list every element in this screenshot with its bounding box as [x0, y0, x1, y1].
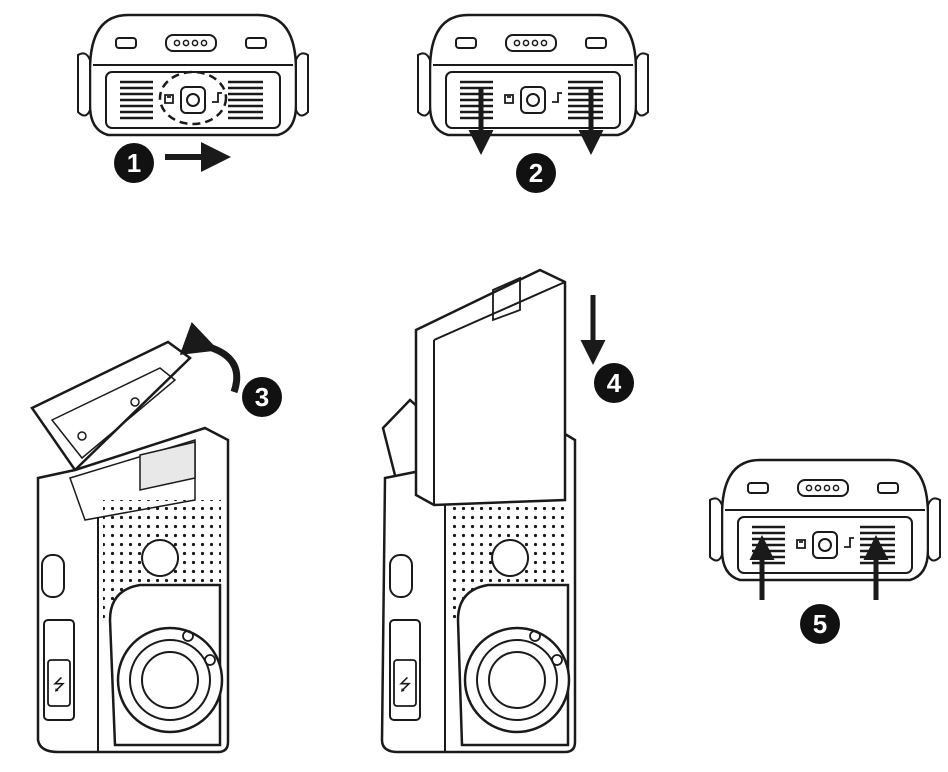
- step-2-number: 2: [529, 158, 543, 188]
- usb-icon-2: ⭍: [398, 675, 411, 694]
- step-2-badge: 2: [516, 153, 556, 193]
- step-4-badge: 4: [594, 363, 634, 403]
- step-5-badge: 5: [800, 604, 840, 644]
- rotate-arrow: [212, 348, 237, 392]
- step-1-badge: 1: [114, 143, 154, 183]
- step-5-top-view: [710, 460, 940, 600]
- step-3-number: 3: [255, 382, 269, 412]
- usb-icon: ⭍: [52, 675, 65, 694]
- step-3-badge: 3: [242, 377, 282, 417]
- battery: [416, 270, 565, 505]
- step-2-top-view: [418, 15, 648, 150]
- step-1-number: 1: [127, 148, 141, 178]
- step-4-number: 4: [607, 368, 622, 398]
- step-3-camera-open: ⭍: [32, 342, 228, 752]
- step-5-number: 5: [813, 609, 827, 639]
- step-1-top-view: [78, 15, 308, 157]
